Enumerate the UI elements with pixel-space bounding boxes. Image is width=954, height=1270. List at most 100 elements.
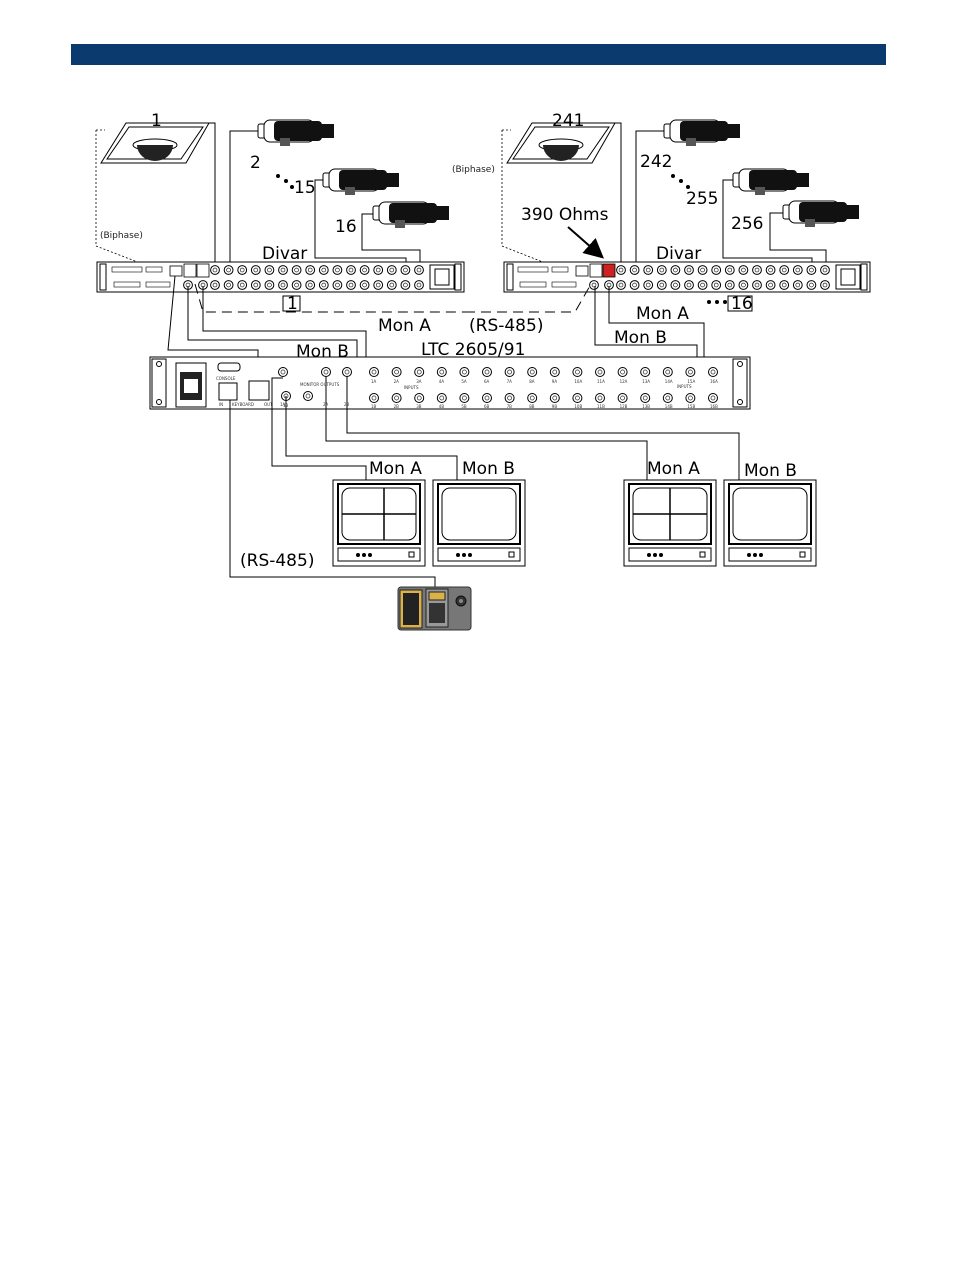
matrix-input-label: 7A (507, 379, 513, 384)
camera-16-label: 16 (335, 217, 357, 237)
header-bar (71, 44, 886, 65)
matrix-input-label: 8B (529, 404, 535, 409)
divar-left-unit (96, 261, 465, 293)
divar-right-video-in-connector (711, 265, 722, 275)
divar-left-video-loop-connector (305, 280, 316, 290)
matrix-input-label: 5B (461, 404, 467, 409)
matrix-input-7b-connector (504, 393, 515, 403)
matrix-input-label: 4B (439, 404, 445, 409)
divar-left-video-loop-connector (400, 280, 411, 290)
divar-left-video-loop-connector (346, 280, 356, 290)
console-label: CONSOLE (216, 376, 236, 381)
divar-right-mon-a-connector (589, 280, 599, 290)
divar-left-video-loop-connector (210, 280, 220, 290)
matrix-input-label: 3A (416, 379, 422, 384)
divar-left-video-loop-connector (278, 280, 288, 290)
matrix-input-label: 6B (484, 404, 490, 409)
divar-right-video-in-connector (765, 265, 776, 275)
divar-right-video-loop-connector (643, 280, 654, 290)
divar-left-video-loop-connector (291, 280, 302, 290)
matrix-input-label: 2B (394, 404, 400, 409)
camera-255-icon (732, 168, 810, 196)
monitor-b-2-icon (723, 479, 817, 567)
divar-left-video-in-connector (318, 265, 329, 275)
divar-right-video-loop-connector (711, 280, 722, 290)
matrix-input-13b-connector (640, 393, 651, 403)
divar-right-box-label: 16 (731, 294, 753, 314)
camera-241-label: 241 (552, 111, 584, 131)
divar-right-video-loop-connector (765, 280, 776, 290)
ltc-matrix-unit: CONSOLE IN KEYBOARD OUT MONITOR OUTPUTS … (149, 356, 751, 410)
divar-right-video-in-connector (629, 265, 640, 275)
camera-2-label: 2 (250, 153, 261, 173)
divar-left-video-in-connector (291, 265, 302, 275)
matrix-input-5b-connector (459, 393, 470, 403)
matrix-input-label: 1A (371, 379, 377, 384)
matrix-input-11b-connector (595, 393, 605, 403)
matrix-input-1b-connector (369, 393, 379, 403)
divar-left-video-in-connector (373, 265, 384, 275)
matrix-output-label: 1A (280, 402, 286, 407)
divar-right-video-loop-connector (684, 280, 694, 290)
camera-16-icon (372, 201, 450, 229)
divar-right-video-in-connector (684, 265, 694, 275)
matrix-input-label: 10A (574, 379, 582, 384)
keyboard-out-label: OUT (264, 402, 273, 407)
matrix-input-8a-connector (527, 367, 538, 377)
biphase-left-label: (Biphase) (100, 231, 143, 241)
matrix-input-label: 4A (439, 379, 445, 384)
mon-a-1-label: Mon A (369, 459, 422, 479)
keyboard-controller-icon (397, 586, 472, 631)
divar-left-video-loop-connector (223, 280, 234, 290)
camera-15-icon (322, 168, 400, 196)
divar-left-video-loop-connector (332, 280, 343, 290)
divar-right-video-loop-connector (820, 280, 830, 290)
monitor-b-1-icon (432, 479, 526, 567)
matrix-input-label: 14B (665, 404, 673, 409)
matrix-output-2b-connector (303, 391, 313, 401)
camera-256-icon (782, 200, 860, 228)
biphase-right-label: (Biphase) (452, 165, 495, 175)
mon-b-2-label: Mon B (744, 461, 797, 481)
matrix-input-6b-connector (482, 393, 492, 403)
matrix-input-label: 7B (507, 404, 513, 409)
matrix-input-12a-connector (617, 367, 628, 377)
matrix-input-label: 14A (665, 379, 673, 384)
keyboard-label: KEYBOARD (232, 402, 254, 407)
matrix-input-15b-connector (685, 393, 696, 403)
divar-left-video-loop-connector (264, 280, 275, 290)
divar-left-video-loop-connector (318, 280, 329, 290)
mon-a-top-right-label: Mon A (636, 304, 689, 324)
divar-left-group: 1 2 15 16 Divar (Biphase) (95, 111, 465, 314)
divar-right-video-in-connector (697, 265, 708, 275)
matrix-input-label: 6A (484, 379, 490, 384)
divar-left-video-in-connector (250, 265, 261, 275)
divar-right-video-loop-connector (806, 280, 817, 290)
matrix-input-label: 12A (620, 379, 628, 384)
matrix-input-2b-connector (391, 393, 402, 403)
divar-left-video-in-connector (305, 265, 316, 275)
divar-left-video-loop-connector (359, 280, 370, 290)
camera-1-label: 1 (151, 111, 162, 131)
matrix-input-12b-connector (617, 393, 628, 403)
divar-left-video-in-connector (237, 265, 248, 275)
divar-left-video-in-connector (386, 265, 397, 275)
divar-left-video-in-connector (332, 265, 343, 275)
matrix-input-7a-connector (504, 367, 515, 377)
divar-right-video-in-connector (820, 265, 830, 275)
inputs-left-label: INPUTS (404, 385, 419, 390)
matrix-input-label: 13A (642, 379, 650, 384)
matrix-input-16b-connector (708, 393, 718, 403)
divar-left-video-loop-connector (414, 280, 424, 290)
monitor-b-2 (723, 479, 817, 567)
matrix-input-3b-connector (414, 393, 425, 403)
camera-255-label: 255 (686, 189, 718, 209)
divar-left-mon-b-connector (198, 280, 208, 290)
matrix-input-4b-connector (436, 393, 447, 403)
matrix-input-label: 5A (461, 379, 467, 384)
divar-left-video-loop-connector (373, 280, 384, 290)
matrix-input-label: 11B (597, 404, 605, 409)
matrix-input-2a-connector (391, 367, 402, 377)
rs485-top-label: (RS-485) (469, 316, 543, 336)
camera-242-icon (663, 119, 741, 147)
